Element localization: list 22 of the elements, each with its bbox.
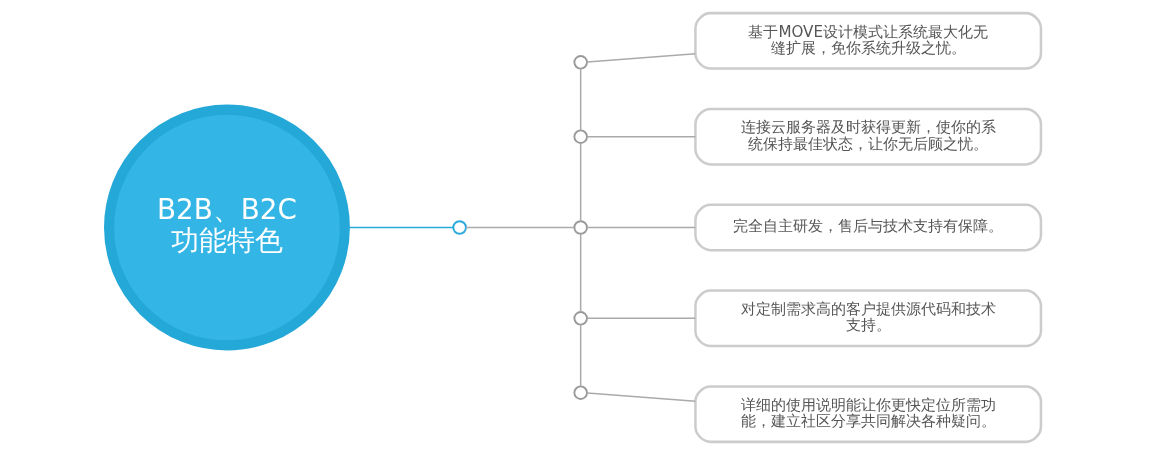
node-circle [573, 311, 588, 326]
node-circle [573, 220, 588, 235]
connector [586, 135, 697, 138]
node-circle: B2B、B2C 功能特色 [104, 104, 350, 351]
node-circle [573, 385, 588, 400]
node-box: 基于MOVE设计模式让系统最大化无缝扩展，免你系统升级之忧。 [694, 11, 1043, 70]
connector [579, 233, 582, 313]
node-box: 完全自主研发，售后与技术支持有保障。 [694, 203, 1043, 252]
connector [579, 67, 582, 132]
connector [579, 142, 582, 222]
node-box: 连接云服务器及时获得更新，使你的系统保持最佳状态，让你无后顾之忧。 [694, 107, 1043, 166]
connector [586, 392, 697, 402]
connector [586, 226, 697, 229]
connector [465, 226, 575, 229]
connector [579, 323, 582, 388]
node-circle [573, 129, 588, 144]
node-circle [452, 220, 467, 235]
node-box: 详细的使用说明能让你更快定位所需功能，建立社区分享共同解决各种疑问。 [694, 385, 1043, 444]
node-circle [573, 55, 588, 70]
node-box: 对定制需求高的客户提供源代码和技术支持。 [694, 289, 1043, 348]
connector [586, 53, 697, 63]
connector [586, 317, 697, 320]
